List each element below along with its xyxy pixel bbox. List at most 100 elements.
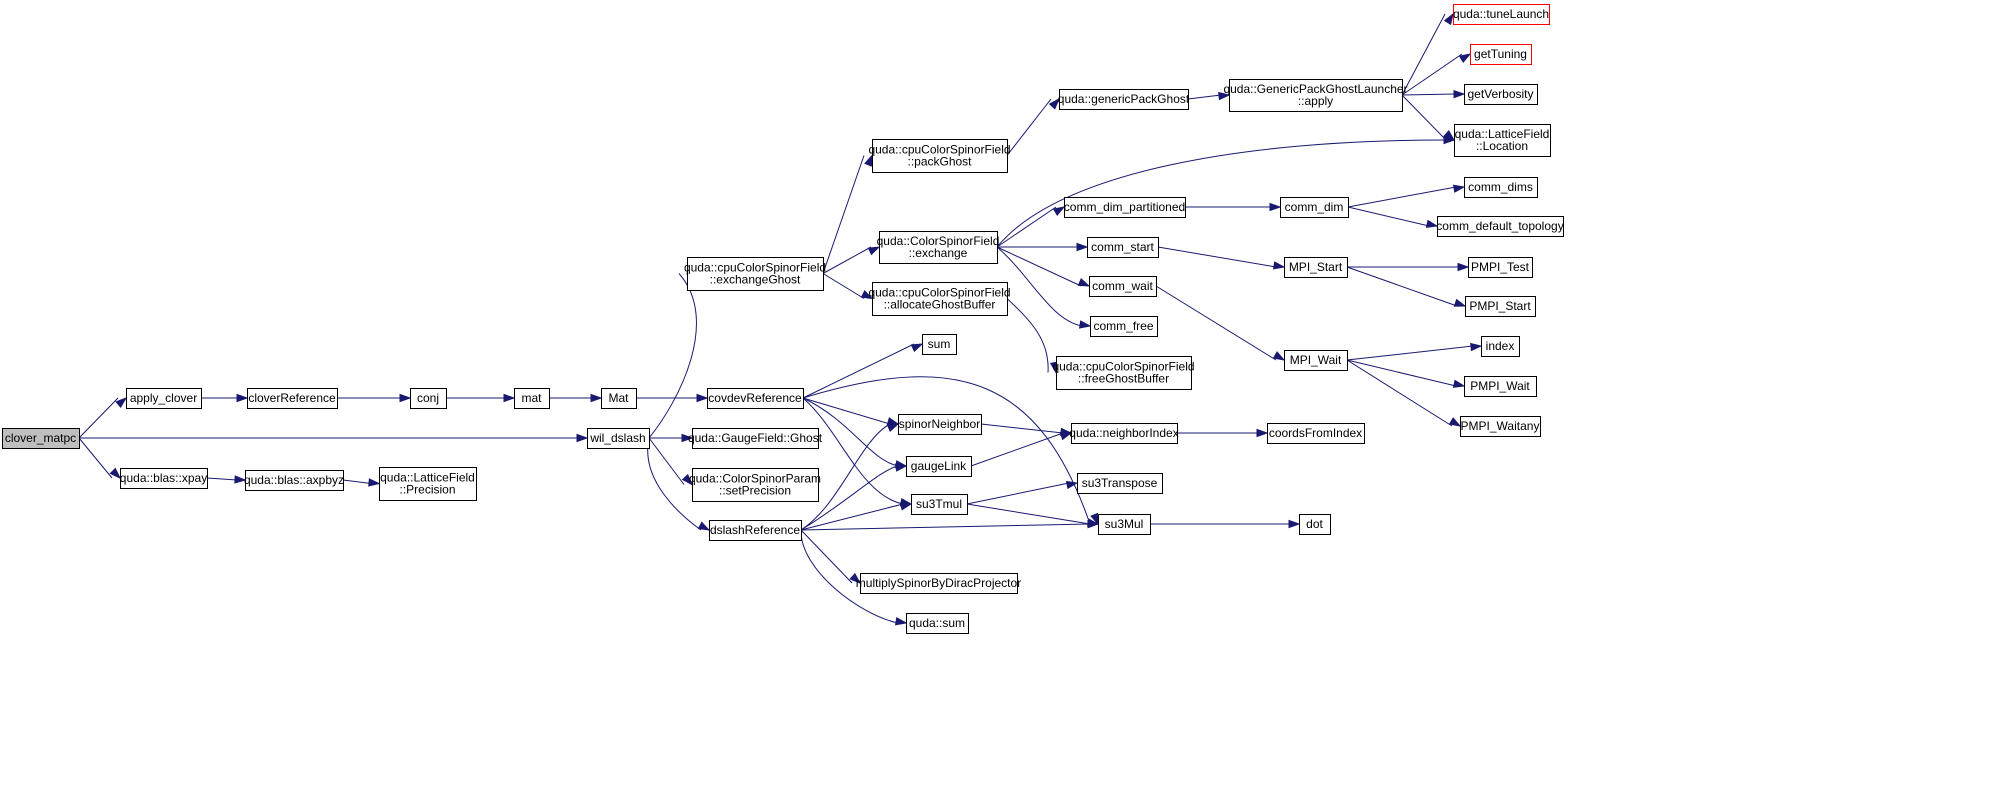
node-commWait[interactable]: comm_wait (1089, 276, 1157, 297)
edge-clover_matpc-to-apply_clover (78, 397, 128, 439)
node-label: apply_clover (130, 391, 197, 405)
node-gaugeLink[interactable]: gaugeLink (906, 456, 972, 477)
node-commDefaultTopology[interactable]: comm_default_topology (1436, 216, 1564, 237)
node-su3Tmul[interactable]: su3Tmul (911, 494, 968, 515)
arrowhead (576, 433, 589, 443)
node-blasXpay[interactable]: quda::blas::xpay (120, 468, 208, 489)
node-box (860, 573, 1018, 594)
edge-su3Tmul-to-su3Transpose (966, 480, 1079, 505)
node-pmpiStart[interactable]: PMPI_Start (1465, 296, 1536, 317)
node-commDims[interactable]: comm_dims (1464, 177, 1538, 198)
node-pmpiWait[interactable]: PMPI_Wait (1464, 376, 1537, 397)
node-launcherApply[interactable]: quda::GenericPackGhostLauncher::apply (1223, 79, 1408, 112)
node-label: sum (928, 337, 951, 351)
arrowhead (1453, 89, 1466, 99)
node-conj[interactable]: conj (410, 388, 447, 409)
node-allocateGhostBuffer[interactable]: quda::cpuColorSpinorField::allocateGhost… (868, 282, 1011, 316)
node-commDimPartitioned[interactable]: comm_dim_partitioned (1064, 197, 1186, 218)
arrowhead (894, 463, 908, 472)
edge-line (966, 503, 1091, 525)
node-box (587, 428, 650, 449)
edge-cpuExchangeGhost-to-cpuPackGhost (822, 154, 873, 274)
arrowhead (1218, 91, 1231, 101)
arrowhead (234, 475, 247, 484)
node-label: quda::blas::axpbyz (244, 473, 344, 487)
node-tuneLaunch[interactable]: quda::tuneLaunch (1453, 4, 1550, 25)
arrowhead (681, 433, 694, 443)
node-su3Transpose[interactable]: su3Transpose (1077, 473, 1163, 494)
node-blasAxpbyz[interactable]: quda::blas::axpbyz (244, 470, 344, 491)
edge-commDimPartitioned-to-commDim (1185, 202, 1282, 212)
node-commStart[interactable]: comm_start (1087, 237, 1159, 258)
node-box (906, 613, 969, 634)
node-latticePrecision[interactable]: quda::LatticeField::Precision (379, 467, 477, 501)
node-label: cloverReference (248, 391, 336, 405)
node-cpuPackGhost[interactable]: quda::cpuColorSpinorField::packGhost (868, 139, 1011, 173)
node-genericPackGhost[interactable]: quda::genericPackGhost (1058, 89, 1190, 110)
edge-line (800, 523, 1091, 531)
node-setPrecision[interactable]: quda::ColorSpinorParam::setPrecision (689, 468, 821, 502)
node-index[interactable]: index (1481, 336, 1520, 357)
node-pmpiTest[interactable]: PMPI_Test (1468, 257, 1533, 278)
node-Mat[interactable]: Mat (601, 388, 637, 409)
edge-line (996, 206, 1057, 248)
node-box (379, 467, 477, 501)
node-neighborIndex[interactable]: quda::neighborIndex (1069, 423, 1179, 444)
node-label: quda::cpuColorSpinorField (868, 286, 1010, 300)
edge-apply_clover-to-cloverReference (201, 393, 249, 403)
node-gaugeGhost[interactable]: quda::GaugeField::Ghost (688, 428, 823, 449)
node-label: PMPI_Test (1471, 260, 1530, 274)
node-commFree[interactable]: comm_free (1090, 316, 1158, 337)
node-label: mat (521, 391, 542, 405)
node-box (1077, 473, 1163, 494)
edge-su3Tmul-to-su3Mul (966, 503, 1100, 527)
edge-dslashReference-to-multiplySpinor (800, 529, 862, 585)
edge-line (1155, 285, 1277, 361)
node-commDim[interactable]: comm_dim (1280, 197, 1349, 218)
node-pmpiWaitany[interactable]: PMPI_Waitany (1460, 416, 1541, 437)
node-coordsFromIndex[interactable]: coordsFromIndex (1267, 423, 1365, 444)
node-box (1056, 356, 1192, 390)
node-wil_dslash[interactable]: wil_dslash (587, 428, 650, 449)
node-label: ::apply (1298, 94, 1333, 108)
node-cpuExchangeGhost[interactable]: quda::cpuColorSpinorField::exchangeGhost (684, 257, 826, 291)
edge-line (1347, 186, 1457, 208)
node-cloverReference[interactable]: cloverReference (247, 388, 338, 409)
node-box (1453, 4, 1550, 25)
node-getVerbosity[interactable]: getVerbosity (1464, 84, 1538, 105)
node-dot[interactable]: dot (1299, 514, 1331, 535)
node-mat[interactable]: mat (514, 388, 550, 409)
node-label: comm_dim (1285, 200, 1344, 214)
arrowhead (1269, 202, 1282, 212)
edge-line (78, 397, 119, 439)
node-dslashReference[interactable]: dslashReference (709, 520, 802, 541)
node-freeGhostBuffer[interactable]: quda::cpuColorSpinorField::freeGhostBuff… (1052, 356, 1195, 390)
node-box (2, 428, 80, 449)
node-apply_clover[interactable]: apply_clover (126, 388, 202, 409)
edge-commStart-to-mpiStart (1157, 246, 1286, 270)
node-label: comm_default_topology (1436, 219, 1563, 233)
node-mpiStart[interactable]: MPI_Start (1284, 257, 1348, 278)
node-spinorNeighbor[interactable]: spinorNeighbor (898, 414, 982, 435)
edge-cloverReference-to-conj (337, 393, 412, 403)
node-sum[interactable]: sum (922, 334, 957, 355)
node-box (1454, 124, 1551, 157)
node-label: comm_wait (1092, 279, 1153, 293)
node-multiplySpinor[interactable]: multiplySpinorByDiracProjector (856, 573, 1021, 594)
node-box (245, 470, 344, 491)
edge-mpiStart-to-pmpiStart (1346, 266, 1467, 307)
node-clover_matpc[interactable]: clover_matpc (2, 428, 80, 449)
node-label: quda::blas::xpay (120, 471, 207, 485)
node-covdevReference[interactable]: covdevReference (707, 388, 804, 409)
node-qudaSum[interactable]: quda::sum (906, 613, 969, 634)
node-su3Mul[interactable]: su3Mul (1098, 514, 1151, 535)
node-box (601, 388, 637, 409)
node-getTuning[interactable]: getTuning (1470, 44, 1532, 65)
node-box (1464, 84, 1538, 105)
node-csfExchange[interactable]: quda::ColorSpinorField::exchange (877, 231, 1000, 264)
node-box (1470, 44, 1532, 65)
node-latticeLocation[interactable]: quda::LatticeField::Location (1454, 124, 1551, 157)
arrowhead (1448, 417, 1462, 427)
node-mpiWait[interactable]: MPI_Wait (1284, 350, 1348, 371)
arrowhead (109, 467, 122, 480)
